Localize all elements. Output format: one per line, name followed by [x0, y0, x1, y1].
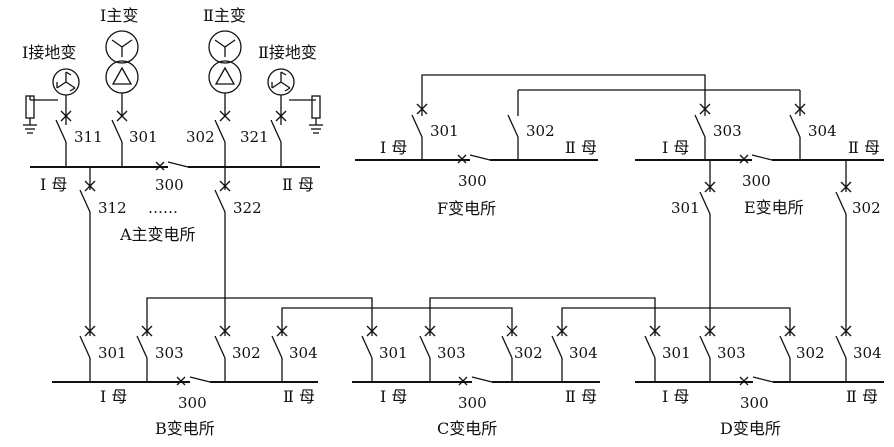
label-c-bus-2: Ⅱ 母 — [565, 387, 597, 406]
d-switch-302-icon — [779, 322, 796, 382]
label-c-302: 302 — [514, 344, 543, 362]
label-b-304: 304 — [289, 344, 318, 362]
label-e-304: 304 — [808, 122, 837, 140]
label-grounding-transformer-2: Ⅱ接地变 — [258, 43, 317, 62]
b-switch-302-icon — [214, 322, 231, 382]
label-d-bus-1: Ⅰ 母 — [662, 387, 689, 406]
label-e-303: 303 — [713, 122, 742, 140]
label-main-transformer-1: Ⅰ主变 — [100, 6, 138, 25]
c-switch-301-icon — [361, 322, 378, 382]
label-c-304: 304 — [569, 344, 598, 362]
label-grounding-transformer-1: Ⅰ接地变 — [22, 43, 76, 62]
a-feeder-322-icon — [214, 167, 231, 322]
label-d-302: 302 — [796, 344, 825, 362]
b-switch-303-icon — [136, 322, 153, 382]
label-c-bus-1: Ⅰ 母 — [380, 387, 407, 406]
label-a-station: A主变电所 — [119, 225, 196, 244]
e-feeder-301-icon — [699, 160, 716, 322]
label-a-301: 301 — [129, 128, 158, 146]
substation-e: 303 304 Ⅰ 母 Ⅱ 母 300 301 E变电所 302 — [635, 78, 884, 322]
e-switch-304-icon — [789, 90, 806, 160]
label-c-300: 300 — [458, 394, 487, 412]
e-feeder-302-icon — [835, 160, 852, 322]
label-d-300: 300 — [740, 394, 769, 412]
label-a-321: 321 — [240, 128, 269, 146]
label-a-322: 322 — [233, 199, 262, 217]
label-c-station: C变电所 — [437, 419, 497, 438]
d-switch-304-icon — [835, 322, 852, 382]
grounding-transformer-2-icon — [267, 68, 323, 167]
label-b-301: 301 — [98, 344, 127, 362]
e-switch-303-icon — [694, 78, 711, 160]
label-c-301: 301 — [379, 344, 408, 362]
label-b-302: 302 — [232, 344, 261, 362]
label-f-station: F变电所 — [437, 199, 496, 218]
f-bus-tie-300-icon — [457, 154, 491, 164]
label-b-300: 300 — [178, 394, 207, 412]
label-b-station: B变电所 — [155, 419, 215, 438]
label-f-bus-2: Ⅱ 母 — [565, 138, 597, 157]
e-bus-tie-300-icon — [739, 154, 773, 164]
label-f-302: 302 — [526, 122, 555, 140]
f-switch-302-icon — [507, 90, 519, 160]
a-switch-302-icon — [214, 105, 231, 167]
label-d-station: D变电所 — [720, 419, 781, 438]
substation-d: 301 303 302 304 Ⅰ 母 Ⅱ 母 300 D变电所 — [635, 322, 884, 438]
f-e-interconnect-lines — [421, 74, 800, 91]
label-e-bus-1: Ⅰ 母 — [662, 138, 689, 157]
label-a-302: 302 — [186, 128, 215, 146]
label-c-303: 303 — [437, 344, 466, 362]
main-transformer-2-icon — [208, 30, 242, 105]
f-switch-301-icon — [411, 78, 428, 160]
c-switch-303-icon — [419, 322, 436, 382]
d-switch-301-icon — [644, 322, 661, 382]
a-switch-301-icon — [111, 105, 128, 167]
label-f-301: 301 — [430, 122, 459, 140]
label-d-301: 301 — [662, 344, 691, 362]
label-e-301: 301 — [671, 199, 700, 217]
label-b-303: 303 — [155, 344, 184, 362]
a-feeder-312-icon — [79, 167, 96, 322]
d-bus-tie-300-icon — [739, 376, 774, 386]
substation-c: 301 303 302 304 Ⅰ 母 Ⅱ 母 300 C变电所 — [352, 322, 600, 438]
label-main-transformer-2: Ⅱ主变 — [203, 6, 246, 25]
grounding-transformer-1-icon — [23, 68, 80, 167]
label-e-station: E变电所 — [744, 198, 804, 217]
d-switch-303-icon — [699, 322, 716, 382]
label-f-300: 300 — [458, 172, 487, 190]
label-e-300: 300 — [742, 172, 771, 190]
label-a-312: 312 — [98, 199, 127, 217]
label-d-303: 303 — [717, 344, 746, 362]
label-d-bus-2: Ⅱ 母 — [846, 387, 878, 406]
substation-a: Ⅰ主变 Ⅱ主变 Ⅰ接地变 Ⅱ接地变 311 301 302 321 Ⅰ 母 Ⅱ … — [22, 6, 323, 322]
label-f-bus-1: Ⅰ 母 — [380, 138, 407, 157]
b-bus-tie-300-icon — [176, 376, 211, 386]
b-switch-301-icon — [79, 322, 96, 382]
substation-b: 301 303 302 304 Ⅰ 母 Ⅱ 母 300 B变电所 — [52, 322, 318, 438]
label-d-304: 304 — [853, 344, 882, 362]
label-a-300: 300 — [155, 176, 184, 194]
c-bus-tie-300-icon — [458, 376, 493, 386]
label-a-dots: …… — [148, 199, 178, 217]
label-e-302: 302 — [852, 199, 881, 217]
b-switch-304-icon — [271, 322, 288, 382]
label-e-bus-2: Ⅱ 母 — [848, 138, 880, 157]
c-switch-304-icon — [551, 322, 568, 382]
a-bus-tie-300-icon — [155, 161, 189, 171]
label-b-bus-2: Ⅱ 母 — [283, 387, 315, 406]
c-switch-302-icon — [501, 322, 518, 382]
label-a-311: 311 — [74, 128, 103, 146]
label-a-bus-2: Ⅱ 母 — [282, 175, 314, 194]
lower-interconnect-lines — [146, 297, 791, 322]
label-b-bus-1: Ⅰ 母 — [100, 387, 127, 406]
main-transformer-1-icon — [105, 30, 139, 105]
substation-f: 301 302 Ⅰ 母 Ⅱ 母 300 F变电所 — [355, 78, 598, 218]
label-a-bus-1: Ⅰ 母 — [40, 175, 67, 194]
